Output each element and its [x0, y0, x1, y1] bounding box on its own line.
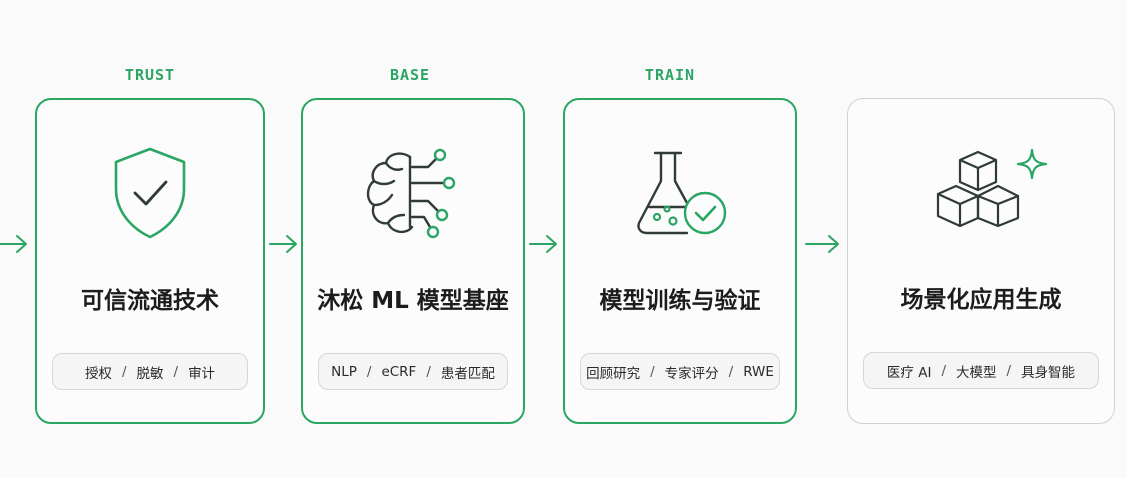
tag: 回顾研究 — [586, 365, 641, 382]
tag-separator: / — [728, 363, 734, 380]
tag-separator: / — [121, 363, 127, 380]
stage-card-applications: 场景化应用生成 医疗 AI / 大模型 / 具身智能 — [847, 98, 1115, 424]
brain-circuit-icon — [303, 138, 523, 248]
tag: 医疗 AI — [886, 364, 932, 381]
flow-arrow-icon — [529, 235, 557, 253]
tag: RWE — [743, 363, 774, 380]
tag-list: 医疗 AI / 大模型 / 具身智能 — [863, 352, 1099, 389]
tag: eCRF — [381, 363, 417, 380]
cubes-sparkle-icon — [848, 137, 1114, 247]
stage-card-trust: 可信流通技术 授权 / 脱敏 / 审计 — [35, 98, 265, 424]
tag-separator: / — [1006, 362, 1012, 379]
tag-separator: / — [426, 363, 431, 380]
tag: 授权 — [84, 365, 112, 382]
stage-title: 场景化应用生成 — [900, 287, 1062, 313]
shield-check-icon — [37, 138, 263, 248]
stage-label-base: BASE — [389, 66, 431, 84]
flow-arrow-icon — [269, 235, 297, 253]
stage-label-trust: TRUST — [124, 66, 176, 84]
tag-separator: / — [366, 363, 372, 380]
tag: 患者匹配 — [440, 365, 495, 382]
stage-label-train: TRAIN — [644, 66, 696, 84]
flask-check-icon — [565, 138, 795, 248]
tag: NLP — [331, 363, 357, 380]
tag: 具身智能 — [1021, 364, 1076, 381]
stage-card-train: 模型训练与验证 回顾研究 / 专家评分 / RWE — [563, 98, 797, 424]
stage-title: 模型训练与验证 — [599, 288, 761, 314]
tag: 脱敏 — [136, 365, 164, 382]
flow-arrow-icon — [805, 235, 839, 253]
tag-separator: / — [650, 363, 655, 380]
flow-arrow-icon — [0, 235, 27, 253]
tag-separator: / — [941, 362, 946, 379]
stage-card-base: 沐松 ML 模型基座 NLP / eCRF / 患者匹配 — [301, 98, 525, 424]
tag-list: 回顾研究 / 专家评分 / RWE — [580, 353, 780, 390]
tag-list: 授权 / 脱敏 / 审计 — [52, 353, 248, 390]
tag: 专家评分 — [664, 365, 719, 382]
stage-title: 可信流通技术 — [81, 288, 219, 314]
tag: 大模型 — [956, 364, 997, 381]
tag-list: NLP / eCRF / 患者匹配 — [318, 353, 508, 390]
tag-separator: / — [173, 363, 179, 380]
stage-title: 沐松 ML 模型基座 — [317, 288, 509, 314]
tag: 审计 — [188, 365, 216, 382]
